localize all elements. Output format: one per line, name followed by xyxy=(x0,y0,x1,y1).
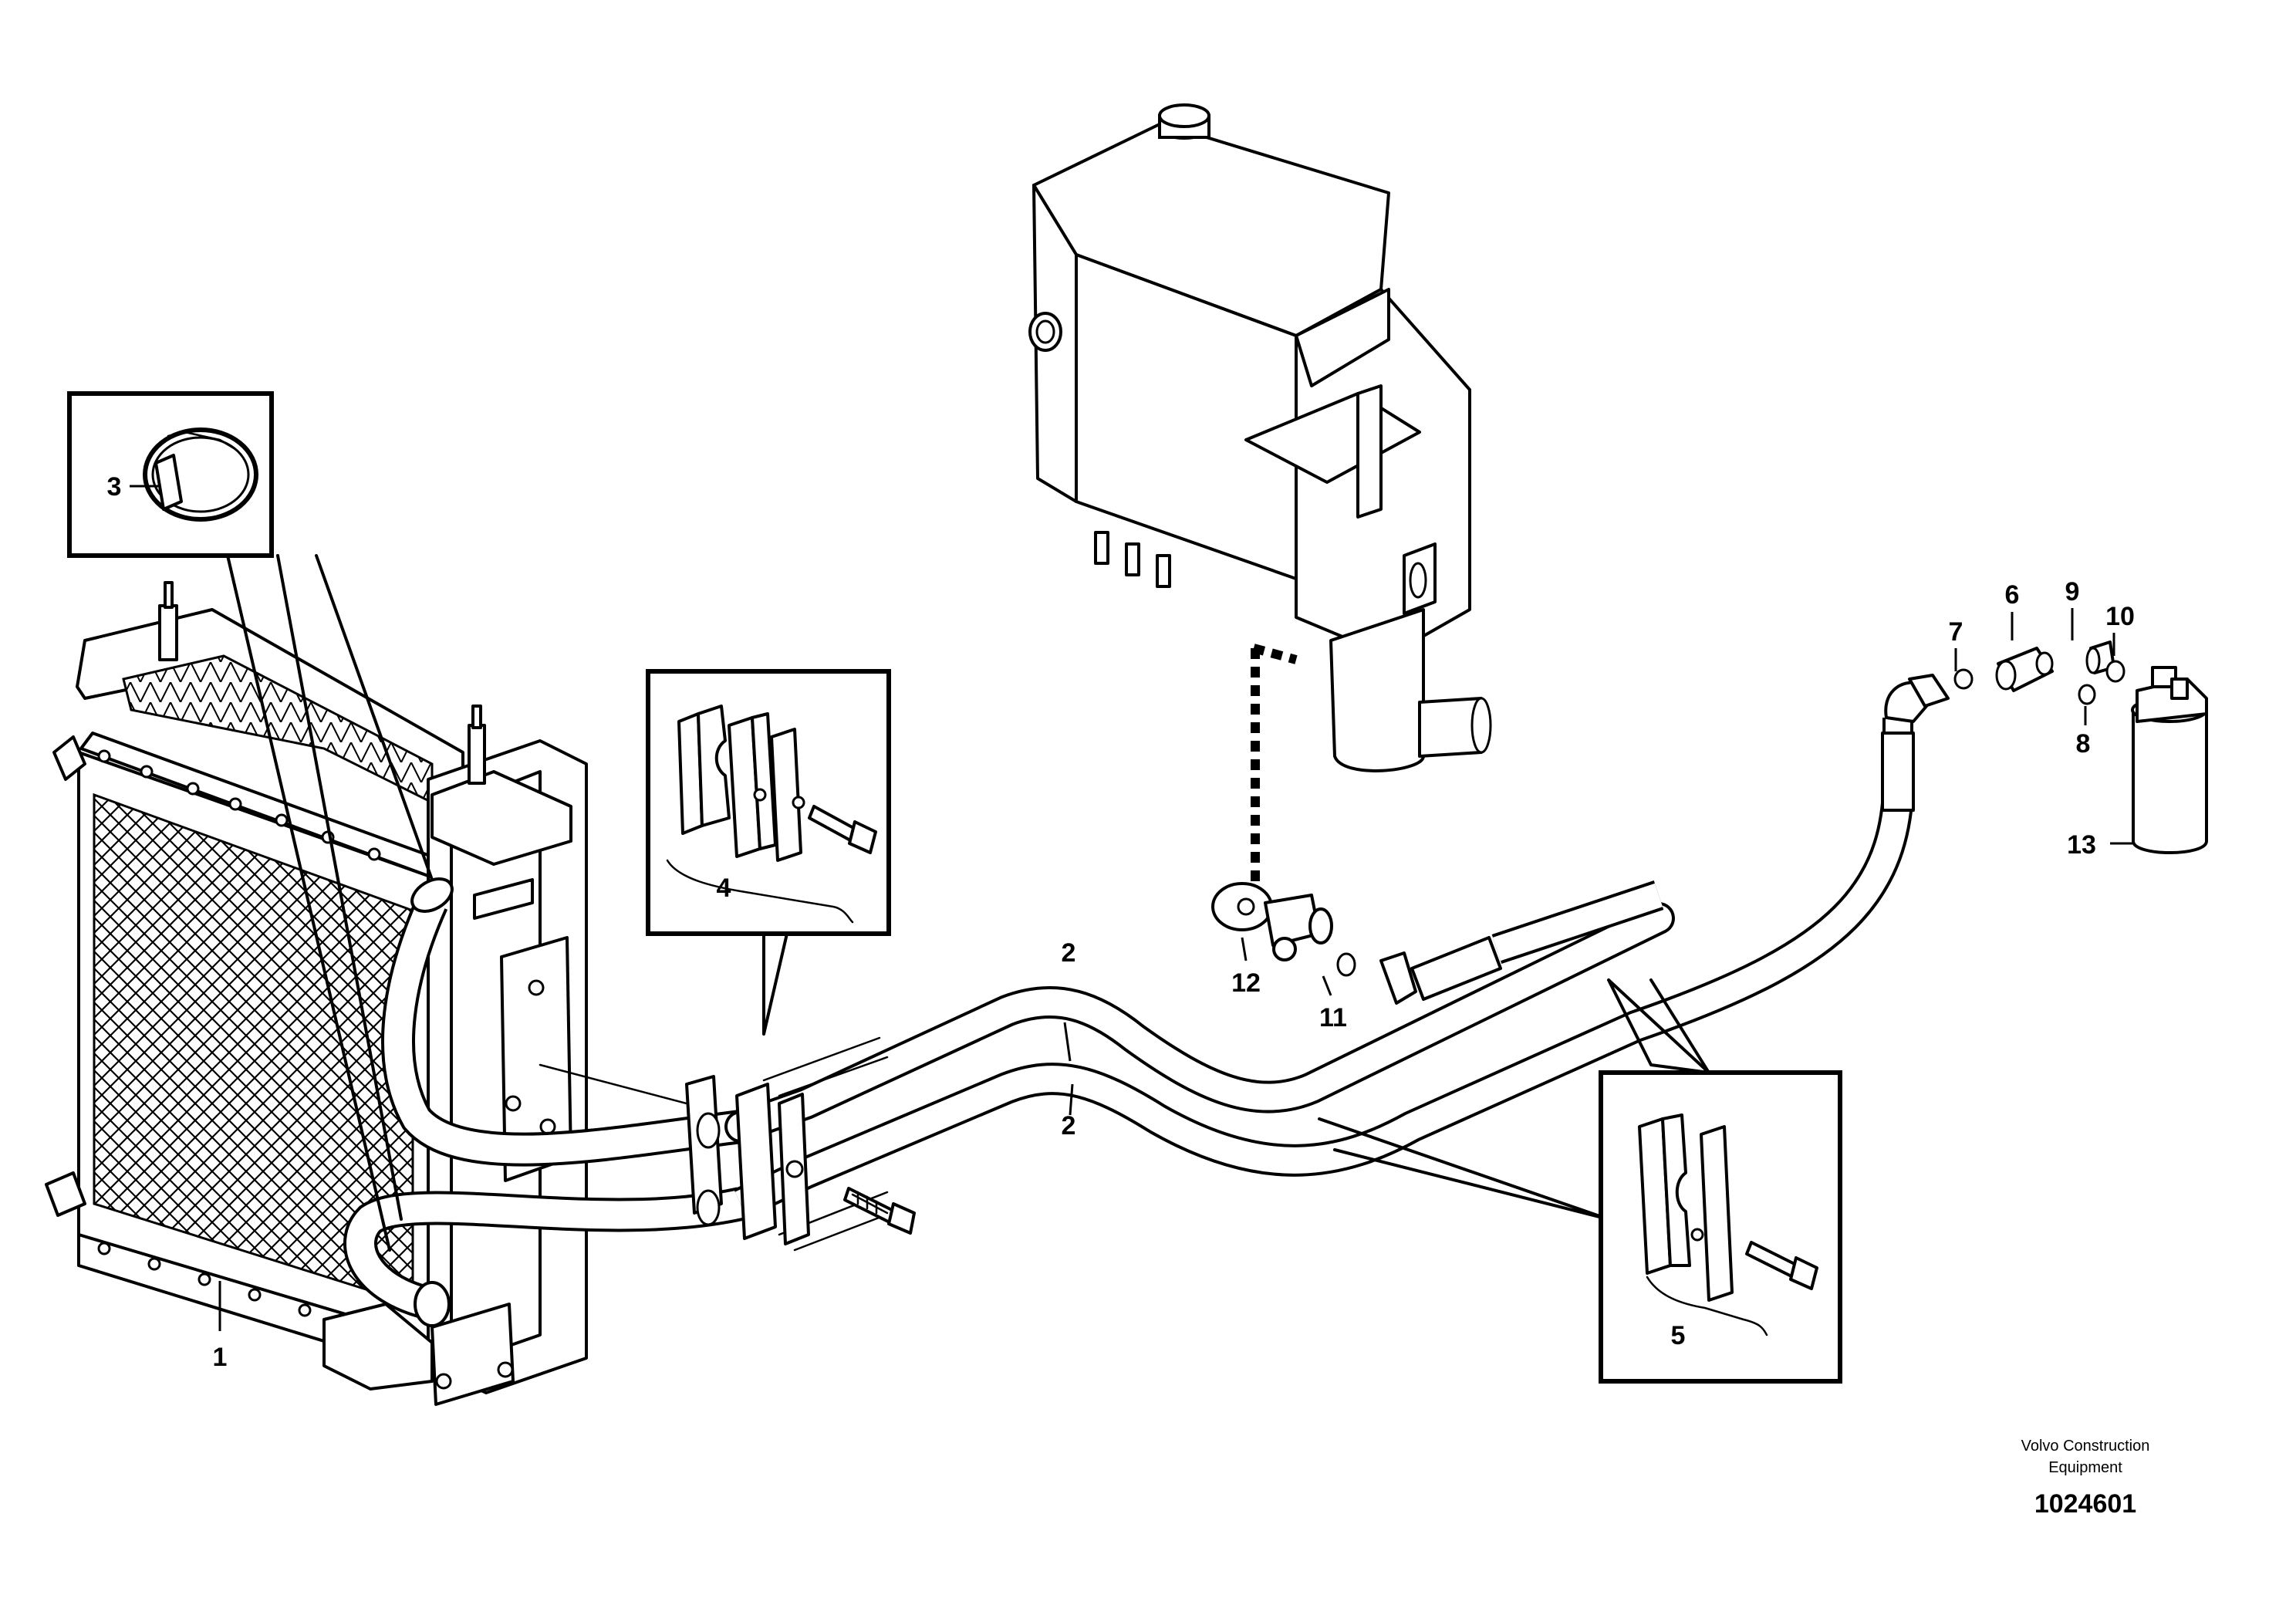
cooler-hoses xyxy=(343,877,745,1327)
company-name-line2: Equipment xyxy=(2048,1459,2122,1476)
callout-4: 4 xyxy=(717,874,731,903)
pipe-clamp-assembly xyxy=(539,1063,916,1245)
company-name-line1: Volvo Construction xyxy=(2021,1438,2150,1455)
callout-11: 11 xyxy=(1319,1003,1347,1032)
callout-7: 7 xyxy=(1949,617,1963,647)
hydraulic-tank xyxy=(1028,103,1492,772)
drain-valve xyxy=(1211,882,1333,961)
o-ring-10 xyxy=(2105,660,2125,683)
oil-filter xyxy=(2131,666,2208,854)
callout-10: 10 xyxy=(2105,602,2135,631)
detail-box-4 xyxy=(646,669,891,1036)
filter-hose xyxy=(1881,674,1950,812)
callout-9: 9 xyxy=(2065,577,2080,607)
tank-drain-line xyxy=(1251,644,1298,895)
callout-labels: 1 2 2 3 4 5 6 7 8 9 10 11 12 13 xyxy=(107,472,2135,1372)
oil-cooler-radiator xyxy=(45,581,588,1406)
callout-2-lower: 2 xyxy=(1062,1111,1076,1140)
callout-8: 8 xyxy=(2076,729,2091,759)
callout-6: 6 xyxy=(2005,580,2020,610)
callout-1: 1 xyxy=(213,1343,228,1372)
leader-lines xyxy=(218,608,2133,1331)
callout-12: 12 xyxy=(1231,968,1261,998)
callout-13: 13 xyxy=(2067,830,2096,860)
callout-5: 5 xyxy=(1671,1321,1686,1350)
drawing-footer: Volvo Construction Equipment 1024601 xyxy=(2021,1438,2150,1519)
o-ring-7 xyxy=(1953,668,1974,690)
callout-3: 3 xyxy=(107,472,122,502)
hose-fitting xyxy=(1379,880,1664,1005)
elbow-adapter-6 xyxy=(1995,647,2054,692)
drawing-number: 1024601 xyxy=(2034,1489,2136,1519)
detail-box-3 xyxy=(67,391,434,1252)
o-ring-11 xyxy=(1336,952,1356,977)
callout-2-upper: 2 xyxy=(1062,938,1076,968)
detail-box-5 xyxy=(1318,978,1842,1384)
o-ring-8 xyxy=(2078,684,2096,705)
